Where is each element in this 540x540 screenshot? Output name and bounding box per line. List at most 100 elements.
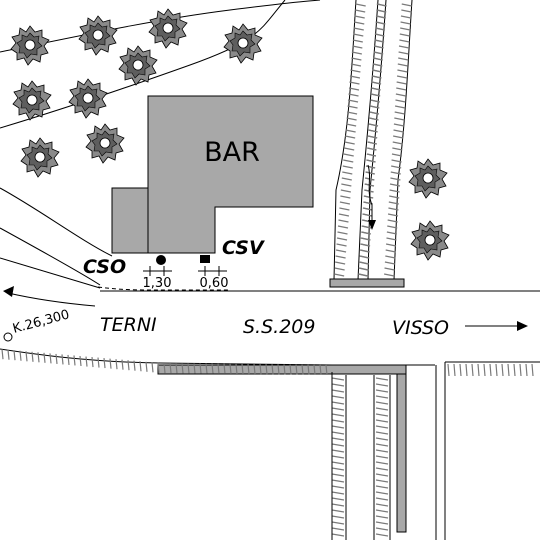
hatch-tick: [393, 129, 404, 133]
hatch-tick: [341, 183, 352, 187]
hatch-tick: [331, 515, 345, 519]
hatch-tick: [519, 363, 522, 377]
hatch-tick: [355, 3, 366, 7]
hatch-tick: [375, 467, 389, 471]
hatch-tick: [375, 461, 389, 465]
hatch-tick: [385, 255, 396, 259]
tree-icon: [68, 78, 108, 119]
hatch-tick: [331, 425, 345, 429]
hatch-tick: [375, 485, 389, 489]
hatch-tick: [389, 183, 401, 187]
km-marker-icon: [3, 332, 13, 342]
hatch-tick: [360, 243, 370, 247]
hatch-tick: [397, 63, 408, 67]
bar-building: BAR: [111, 95, 314, 254]
hatch-tick: [362, 207, 373, 211]
hatch-tick: [205, 363, 208, 374]
hatch-tick: [335, 255, 346, 259]
road-embankment: [1, 349, 534, 537]
hatch-tick: [361, 225, 371, 229]
hatch-tick: [375, 473, 389, 477]
hatch-tick: [211, 363, 214, 374]
hatch-tick: [337, 225, 349, 229]
hatch-tick: [354, 21, 365, 25]
flow-arrowhead: [368, 220, 376, 230]
hatch-tick: [331, 413, 345, 417]
hatch-tick: [73, 355, 76, 366]
hatch-tick: [495, 363, 498, 377]
hatch-tick: [67, 354, 70, 366]
hatch-tick: [367, 147, 377, 151]
hatch-tick: [384, 273, 395, 277]
hatch-tick: [79, 355, 82, 367]
hatch-tick: [355, 9, 366, 13]
hatch-tick: [376, 15, 386, 19]
hatch-tick: [349, 81, 360, 85]
hatch-tick: [395, 99, 406, 103]
hatch-tick: [349, 75, 361, 79]
hatch-tick: [37, 352, 40, 363]
hatch-tick: [345, 123, 357, 127]
hatch-tick: [187, 363, 190, 374]
hatch-tick: [387, 225, 398, 229]
hatch-tick: [362, 213, 372, 217]
tree-icon: [20, 137, 60, 178]
hatch-tick: [109, 358, 112, 369]
hatch-tick: [376, 21, 386, 25]
hatch-tick: [61, 354, 64, 365]
hatch-tick: [390, 177, 401, 181]
hatch-tick: [341, 177, 352, 181]
hatch-tick: [103, 358, 106, 369]
bank-hatching: [1, 349, 534, 537]
hatch-tick: [331, 449, 345, 453]
hatch-tick: [331, 443, 345, 447]
hatch-tick: [389, 195, 400, 199]
hatch-tick: [301, 364, 304, 375]
hatch-tick: [331, 527, 345, 531]
hatch-tick: [371, 81, 382, 85]
csv-depth-marker: [198, 266, 227, 276]
hatch-tick: [375, 437, 389, 441]
retaining-wall-vertical: [396, 373, 407, 533]
hatch-tick: [375, 443, 389, 447]
hatch-tick: [313, 364, 316, 375]
hatch-tick: [370, 99, 380, 103]
hatch-tick: [386, 231, 397, 235]
hatch-tick: [344, 147, 355, 151]
hatch-tick: [374, 51, 384, 55]
hatch-tick: [353, 27, 364, 31]
hatch-tick: [127, 360, 130, 371]
hatch-tick: [336, 237, 348, 241]
hatch-tick: [352, 39, 363, 43]
hatch-tick: [375, 455, 389, 459]
hatch-tick: [396, 81, 407, 85]
hatch-tick: [346, 111, 358, 115]
hatch-tick: [363, 195, 373, 199]
hatch-tick: [351, 51, 362, 55]
hatch-tick: [335, 249, 347, 253]
hatch-tick: [366, 153, 376, 157]
arrowhead-right: [517, 321, 528, 331]
hatch-tick: [91, 356, 94, 368]
river-lower: [331, 362, 446, 540]
hatch-tick: [399, 33, 410, 37]
hatch-tick: [377, 9, 387, 13]
hatch-tick: [489, 363, 492, 377]
hatch-tick: [145, 361, 148, 372]
hatch-tick: [400, 21, 411, 25]
hatch-tick: [501, 363, 504, 377]
hatch-tick: [369, 117, 379, 121]
hatch-tick: [391, 153, 403, 157]
hatch-tick: [375, 33, 385, 37]
hatch-tick: [396, 75, 408, 79]
hatch-tick: [325, 364, 328, 375]
hatch-tick: [397, 69, 408, 73]
hatch-tick: [377, 3, 387, 7]
hatch-tick: [350, 63, 362, 67]
hatch-tick: [139, 361, 142, 372]
hatch-tick: [334, 273, 345, 277]
tree-icon: [10, 25, 50, 66]
hatch-tick: [368, 129, 378, 133]
hatch-tick: [400, 15, 412, 19]
hatch-tick: [265, 364, 268, 375]
